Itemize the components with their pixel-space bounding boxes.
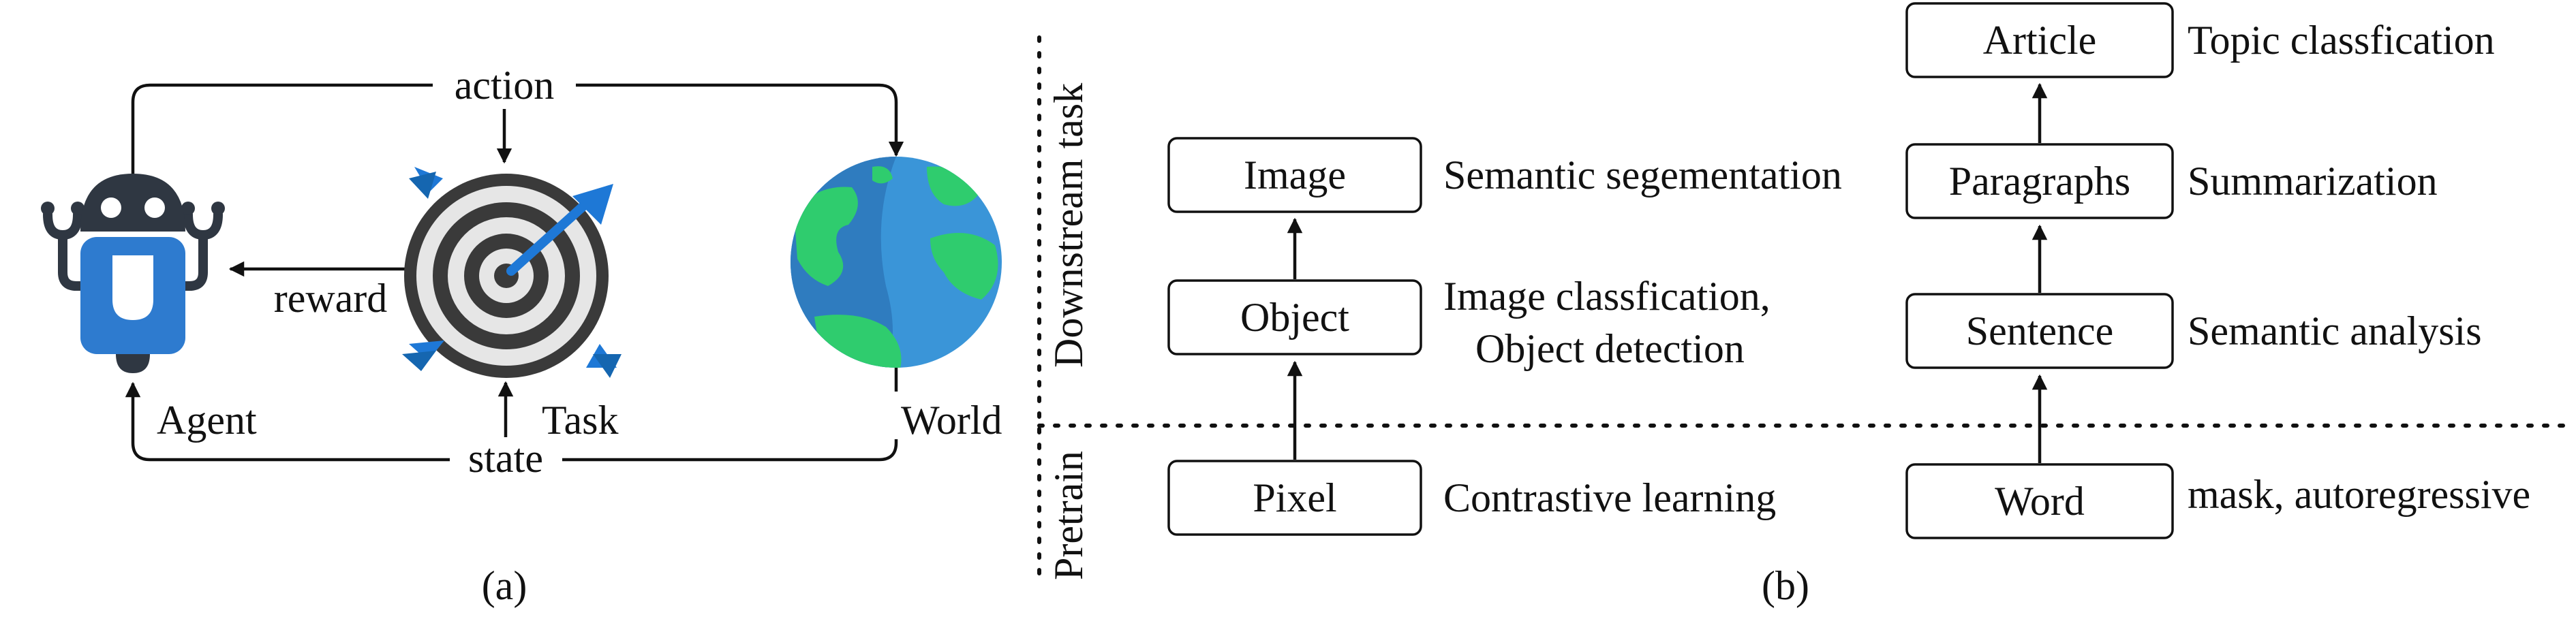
image-box xyxy=(1167,137,1422,213)
article-box-label: Article xyxy=(1983,18,2097,63)
downstream-label: Downstream task xyxy=(1046,83,1091,368)
caption-a: (a) xyxy=(482,563,527,608)
reward-label: reward xyxy=(274,276,388,321)
panel-a: action state reward xyxy=(41,63,1012,608)
sentence-box xyxy=(1905,293,2174,369)
object-box xyxy=(1167,279,1422,355)
object-task-line2: Object detection xyxy=(1475,326,1745,371)
target-icon xyxy=(402,167,622,378)
agent-label: Agent xyxy=(157,398,257,443)
pixel-box xyxy=(1167,460,1422,536)
globe-icon xyxy=(791,157,1002,368)
task-label: Task xyxy=(542,398,618,443)
caption-b: (b) xyxy=(1762,563,1809,608)
image-task: Semantic segementation xyxy=(1443,153,1842,197)
image-box-label: Image xyxy=(1244,153,1346,197)
pixel-task: Contrastive learning xyxy=(1443,475,1776,520)
paragraphs-box-label: Paragraphs xyxy=(1949,159,2131,204)
pixel-box-label: Pixel xyxy=(1253,475,1336,520)
state-label: state xyxy=(468,436,543,481)
article-task: Topic classfication xyxy=(2188,18,2495,63)
word-task: mask, autoregressive xyxy=(2188,472,2530,517)
paragraphs-task: Summarization xyxy=(2188,159,2438,204)
object-box-label: Object xyxy=(1240,295,1349,340)
sentence-task: Semantic analysis xyxy=(2188,308,2482,353)
robot-icon xyxy=(41,174,225,373)
word-box-label: Word xyxy=(1995,479,2085,524)
article-box xyxy=(1905,2,2174,78)
paragraphs-box xyxy=(1905,143,2174,219)
object-task-line1: Image classfication, xyxy=(1443,274,1770,319)
action-label: action xyxy=(455,63,555,108)
sentence-box-label: Sentence xyxy=(1966,308,2114,353)
world-label: World xyxy=(901,398,1002,443)
word-box xyxy=(1905,463,2174,539)
panel-b: Downstream task Pretrain Image Semantic … xyxy=(1037,2,2571,608)
pretrain-label: Pretrain xyxy=(1046,451,1091,580)
